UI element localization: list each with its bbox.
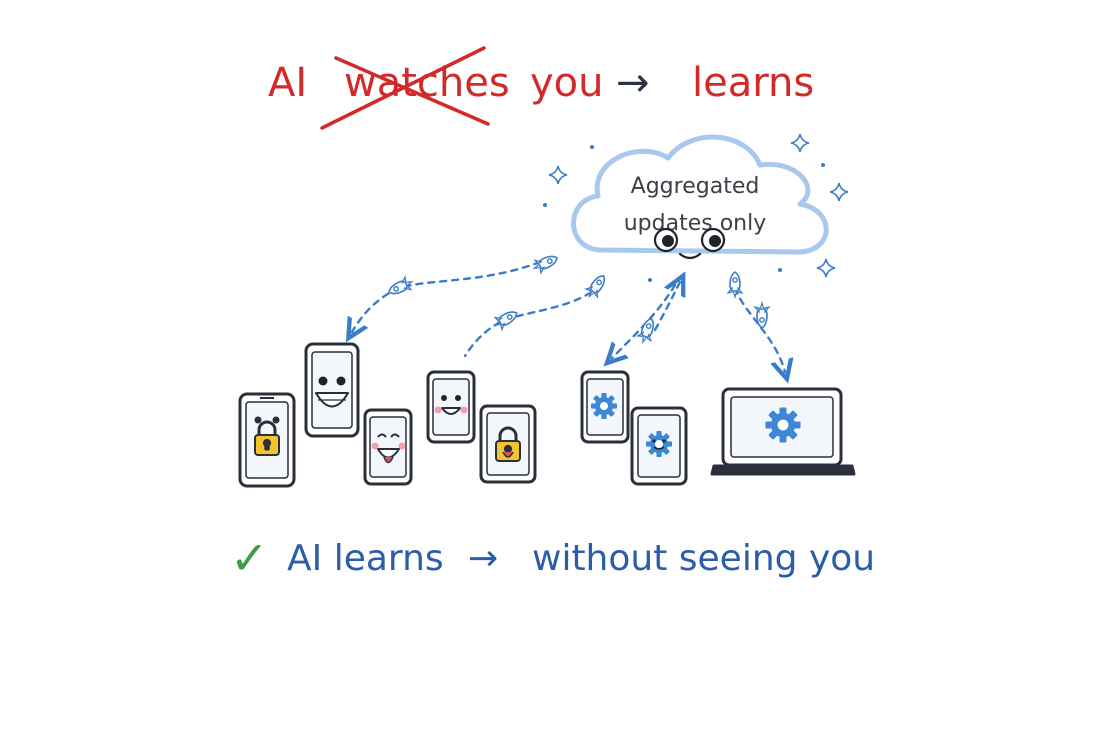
phone-smiling <box>426 370 476 444</box>
flow-arrow <box>733 286 785 372</box>
phone-with-lock <box>238 392 296 488</box>
aggregation-cloud: Aggregated updates only <box>571 134 829 260</box>
sparkle-icon <box>548 165 568 185</box>
sparkle-icon <box>829 182 849 202</box>
phone-grinning <box>304 342 360 438</box>
phone-with-gear <box>580 370 630 444</box>
flow-arrow <box>612 283 677 358</box>
gear-icon <box>646 431 672 457</box>
cloud-icon <box>571 134 829 255</box>
smiley-face-icon <box>371 433 406 464</box>
tablet-with-gear <box>630 406 688 486</box>
cloud-face <box>653 227 726 260</box>
checkmark-icon: ✓ <box>230 531 269 585</box>
footer-ai-learns: AI learns <box>287 538 444 579</box>
cloud-line-1: Aggregated <box>631 174 760 199</box>
sparkles <box>543 133 849 282</box>
laptop-with-gear <box>710 387 856 476</box>
rocket-icon <box>385 274 416 300</box>
flow-arrow <box>463 283 602 358</box>
phone-tongue-out <box>363 408 413 486</box>
cloud-line-2: updates only <box>624 211 767 236</box>
gear-icon <box>591 393 617 419</box>
headline-learns: learns <box>692 60 814 106</box>
rocket-icon <box>582 270 611 302</box>
smiley-face-icon <box>315 376 349 408</box>
sparkle-icon <box>790 133 810 153</box>
flow-arrow <box>653 282 680 332</box>
rocket-icon <box>727 271 743 298</box>
headline-arrow: → <box>616 60 650 106</box>
rocket-icon <box>490 306 521 333</box>
devices <box>238 342 856 488</box>
headline-you: you <box>530 60 604 106</box>
footer-without-seeing-you: without seeing you <box>532 538 875 579</box>
update-flows <box>352 260 785 372</box>
sparkle-icon <box>816 258 836 278</box>
headline-ai: AI <box>268 60 307 106</box>
rockets <box>385 250 770 346</box>
rocket-icon <box>754 302 770 329</box>
tablet-with-lock <box>479 404 537 484</box>
gear-icon <box>765 407 801 443</box>
smiley-face-icon <box>434 395 468 415</box>
strike-through-mark <box>320 46 490 130</box>
footer-arrow: → <box>468 538 498 579</box>
headline: AI watches you → learns <box>268 46 814 130</box>
footer-caption: ✓ AI learns → without seeing you <box>230 531 875 585</box>
